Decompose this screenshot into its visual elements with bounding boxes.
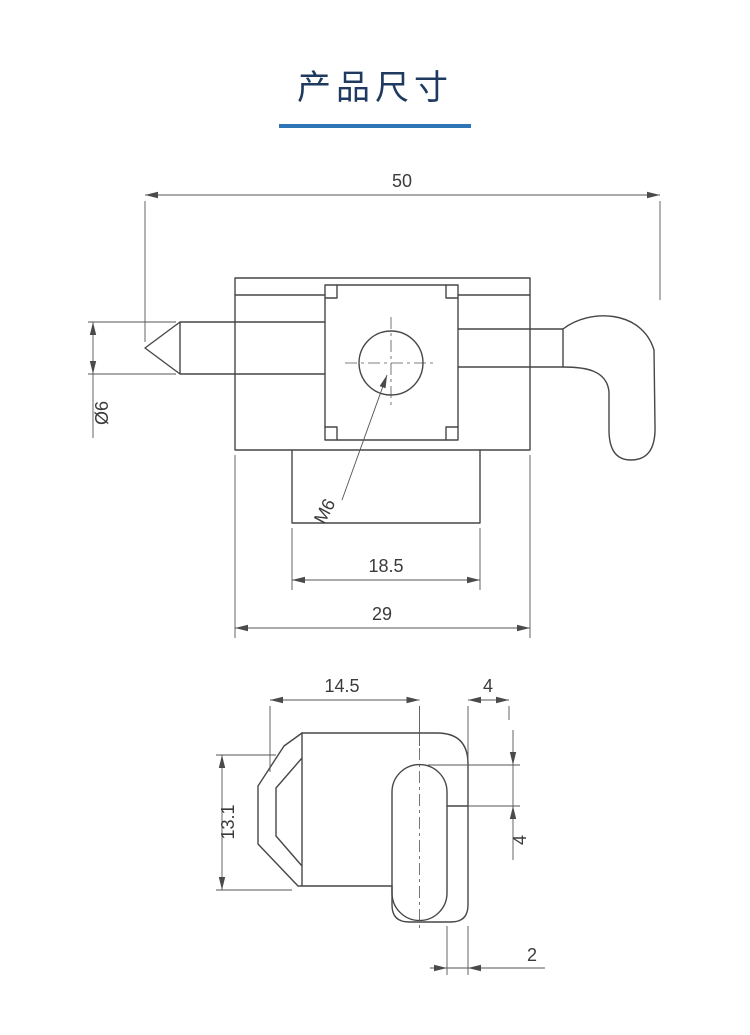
- arrowhead: [218, 877, 226, 890]
- arrowhead: [145, 191, 158, 199]
- dim-line-pin-diameter: [88, 321, 176, 438]
- dim-thread-label: M6: [310, 495, 339, 526]
- front-view-drawing: 50 Ø6 M6 18.5 29: [88, 171, 661, 638]
- dim-plate-width-label: 18.5: [368, 556, 403, 576]
- dim-pin-diameter-label: Ø6: [92, 401, 112, 425]
- title-underline: [279, 124, 471, 128]
- dim-nose-height-label: 13.1: [218, 804, 238, 839]
- front-view-part: [144, 277, 656, 524]
- thread-leader-line: [341, 374, 388, 501]
- dim-top-offset-label: 4: [483, 676, 493, 696]
- dim-line-slot-depth: [428, 730, 520, 860]
- arrowhead: [496, 696, 509, 704]
- arrowhead: [218, 755, 226, 768]
- pin-outline: [144, 321, 326, 375]
- dim-line-overall: [144, 194, 661, 342]
- dim-slot-depth-label: 4: [510, 835, 530, 845]
- arrowhead: [379, 375, 387, 389]
- side-view-part: [257, 732, 469, 932]
- dim-wall-thickness-label: 2: [527, 945, 537, 965]
- dim-line-plate-width: [291, 528, 481, 590]
- arrowhead: [509, 806, 517, 819]
- dim-line-body-width: [234, 455, 531, 638]
- arrowhead: [292, 576, 305, 584]
- dim-line-top-offset: [467, 699, 510, 758]
- body-right-outline: [301, 732, 469, 923]
- lower-plate-outline: [291, 449, 481, 524]
- page-title: 产品尺寸: [297, 69, 453, 107]
- handle-arm-outline: [457, 328, 564, 368]
- latch-nose-outline: [257, 732, 393, 887]
- cam-plate-corner-notches: [324, 284, 459, 441]
- arrowhead: [434, 964, 447, 972]
- handle-grip-outline: [562, 315, 656, 461]
- slot-outline: [391, 763, 448, 922]
- arrowhead: [235, 624, 248, 632]
- cam-plate-outline: [324, 284, 459, 441]
- arrowhead: [467, 576, 480, 584]
- arrowhead: [468, 696, 481, 704]
- front-view-dimensions: 50 Ø6 M6 18.5 29: [88, 171, 661, 638]
- page-header: 产品尺寸: [0, 60, 750, 128]
- arrowhead: [89, 361, 97, 374]
- arrowhead: [647, 191, 660, 199]
- dim-center-offset-label: 14.5: [324, 676, 359, 696]
- arrowhead: [89, 322, 97, 335]
- dim-line-center-offset: [269, 699, 420, 772]
- dim-body-width-label: 29: [372, 604, 392, 624]
- arrowhead: [270, 696, 283, 704]
- arrowhead: [509, 752, 517, 765]
- side-view-drawing: 14.5 4 13.1 4 2: [216, 676, 545, 975]
- dim-line-nose-height: [216, 754, 292, 891]
- latch-body-outline: [234, 277, 531, 451]
- side-view-dimensions: 14.5 4 13.1 4 2: [216, 676, 545, 975]
- arrowhead: [468, 964, 481, 972]
- arrowhead: [517, 624, 530, 632]
- dim-overall-length-label: 50: [392, 171, 412, 191]
- arrowhead: [406, 696, 420, 704]
